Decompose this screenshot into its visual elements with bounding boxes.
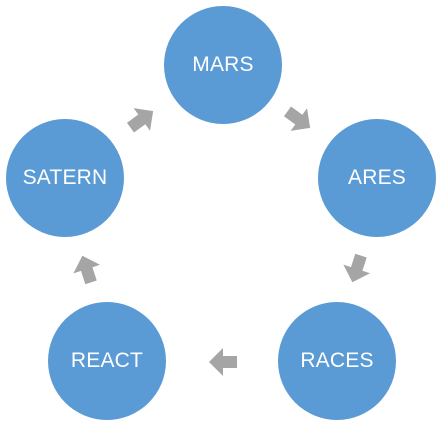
node-ares-label: ARES	[348, 166, 406, 189]
node-react: REACT	[48, 302, 166, 420]
arrow-ares-to-races	[343, 253, 371, 283]
node-races-label: RACES	[300, 349, 374, 372]
node-ares: ARES	[318, 119, 436, 237]
arrow-mars-to-ares	[283, 106, 311, 131]
node-react-label: REACT	[70, 349, 144, 372]
node-mars-label: MARS	[192, 53, 254, 76]
arrow-satern-to-mars	[126, 108, 154, 133]
node-satern-label: SATERN	[22, 166, 108, 189]
node-races: RACES	[278, 302, 396, 420]
node-satern: SATERN	[6, 119, 124, 237]
node-mars: MARS	[164, 6, 282, 124]
arrow-races-to-react	[209, 348, 237, 376]
arrow-react-to-satern	[73, 255, 101, 285]
